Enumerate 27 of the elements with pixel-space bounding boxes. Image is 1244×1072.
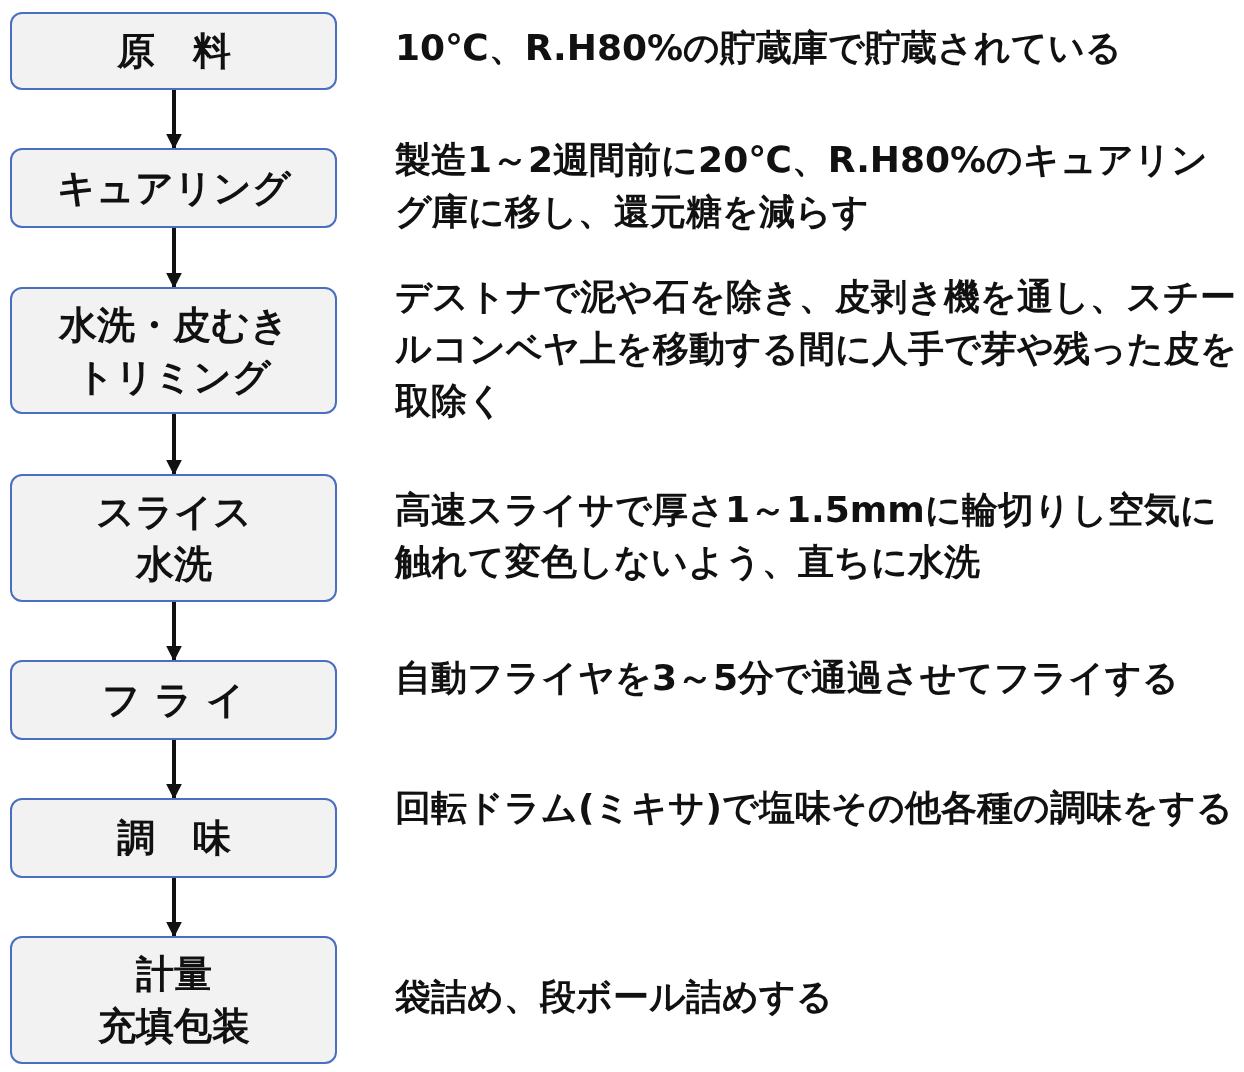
process-box — [10, 12, 337, 90]
arrow — [166, 90, 182, 150]
step-description: 10℃、R.H80%の貯蔵庫で貯蔵されている — [395, 26, 1124, 70]
step-label: 計量充填包装 — [97, 951, 250, 1050]
step-description: 高速スライサで厚さ1～1.5mmに輪切りし空気に触れて変色しないよう、直ちに水洗 — [395, 488, 1218, 584]
arrow — [166, 414, 182, 476]
step-label: スライス水洗 — [95, 489, 252, 588]
process-box — [10, 148, 337, 228]
arrow — [166, 228, 182, 289]
step-description: 自動フライヤを3～5分で通過させてフライする — [395, 656, 1181, 700]
arrow — [166, 878, 182, 938]
step-description: 回転ドラム(ミキサ)で塩味その他各種の調味をする — [395, 786, 1234, 830]
process-box — [10, 798, 337, 878]
arrow — [166, 602, 182, 662]
step-description: 製造1～2週間前に20℃、R.H80%のキュアリング庫に移し、還元糖を減らす — [395, 138, 1210, 234]
process-box — [10, 287, 337, 414]
step-label: キュアリング — [56, 165, 291, 212]
step-description: 袋詰め、段ボール詰めする — [395, 975, 834, 1019]
arrow — [166, 740, 182, 800]
step-description: デストナで泥や石を除き、皮剥き機を通し、スチールコンベヤ上を移動する間に人手で芽や残った皮を取除く — [395, 275, 1238, 423]
step-label: 調 味 — [116, 815, 231, 862]
process-box — [10, 660, 337, 740]
process-box — [10, 936, 337, 1064]
process-box — [10, 474, 337, 602]
step-label: 水洗・皮むきトリミング — [58, 301, 289, 401]
step-label: 原 料 — [116, 28, 231, 75]
step-label: フ ラ イ — [101, 677, 246, 724]
